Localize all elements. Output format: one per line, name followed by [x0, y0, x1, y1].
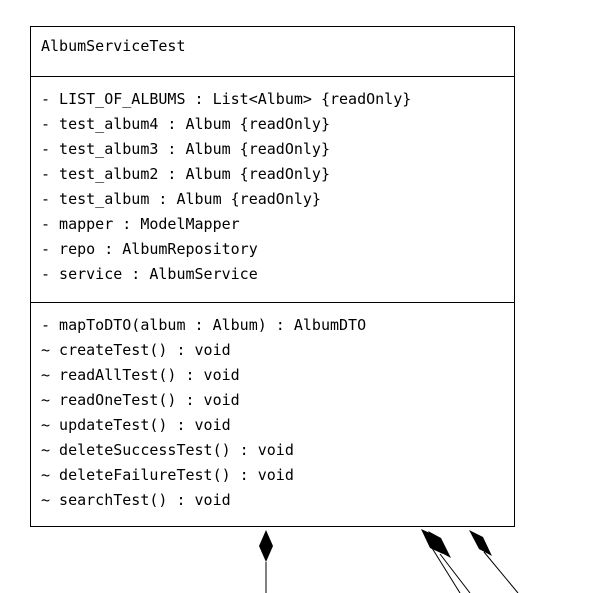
- operation-update-test: ~ updateTest() : void: [41, 416, 231, 434]
- attribute-test-album2: - test_album2 : Album {readOnly}: [41, 165, 330, 183]
- attribute-test-album4: - test_album4 : Album {readOnly}: [41, 115, 330, 133]
- class-name: AlbumServiceTest: [41, 37, 186, 55]
- operation-read-all-test: ~ readAllTest() : void: [41, 366, 240, 384]
- attribute-repo: - repo : AlbumRepository: [41, 240, 258, 258]
- composition-diamond: [259, 530, 273, 562]
- operation-search-test: ~ searchTest() : void: [41, 491, 231, 509]
- connector-line: [439, 553, 471, 593]
- operation-delete-failure-test: ~ deleteFailureTest() : void: [41, 466, 294, 484]
- composition-connector: [469, 530, 519, 593]
- operations-compartment: - mapToDTO(album : Album) : AlbumDTO ~ c…: [41, 313, 366, 513]
- uml-class-box: AlbumServiceTest - LIST_OF_ALBUMS : List…: [30, 26, 515, 527]
- attribute-list-of-albums: - LIST_OF_ALBUMS : List<Album> {readOnly…: [41, 90, 412, 108]
- connector-line: [431, 547, 461, 593]
- composition-diamond: [469, 530, 492, 556]
- composition-connector: [428, 531, 471, 593]
- attribute-test-album: - test_album : Album {readOnly}: [41, 190, 321, 208]
- attributes-compartment: - LIST_OF_ALBUMS : List<Album> {readOnly…: [41, 87, 411, 287]
- attribute-service: - service : AlbumService: [41, 265, 258, 283]
- connector-line: [483, 551, 519, 593]
- operation-read-one-test: ~ readOneTest() : void: [41, 391, 240, 409]
- compartment-divider-attributes: [31, 76, 514, 77]
- operation-map-to-dto: - mapToDTO(album : Album) : AlbumDTO: [41, 316, 367, 334]
- composition-connector: [259, 530, 273, 593]
- operation-create-test: ~ createTest() : void: [41, 341, 231, 359]
- compartment-divider-operations: [31, 302, 514, 303]
- attribute-mapper: - mapper : ModelMapper: [41, 215, 240, 233]
- operation-delete-success-test: ~ deleteSuccessTest() : void: [41, 441, 294, 459]
- composition-diamond: [428, 531, 451, 558]
- attribute-test-album3: - test_album3 : Album {readOnly}: [41, 140, 330, 158]
